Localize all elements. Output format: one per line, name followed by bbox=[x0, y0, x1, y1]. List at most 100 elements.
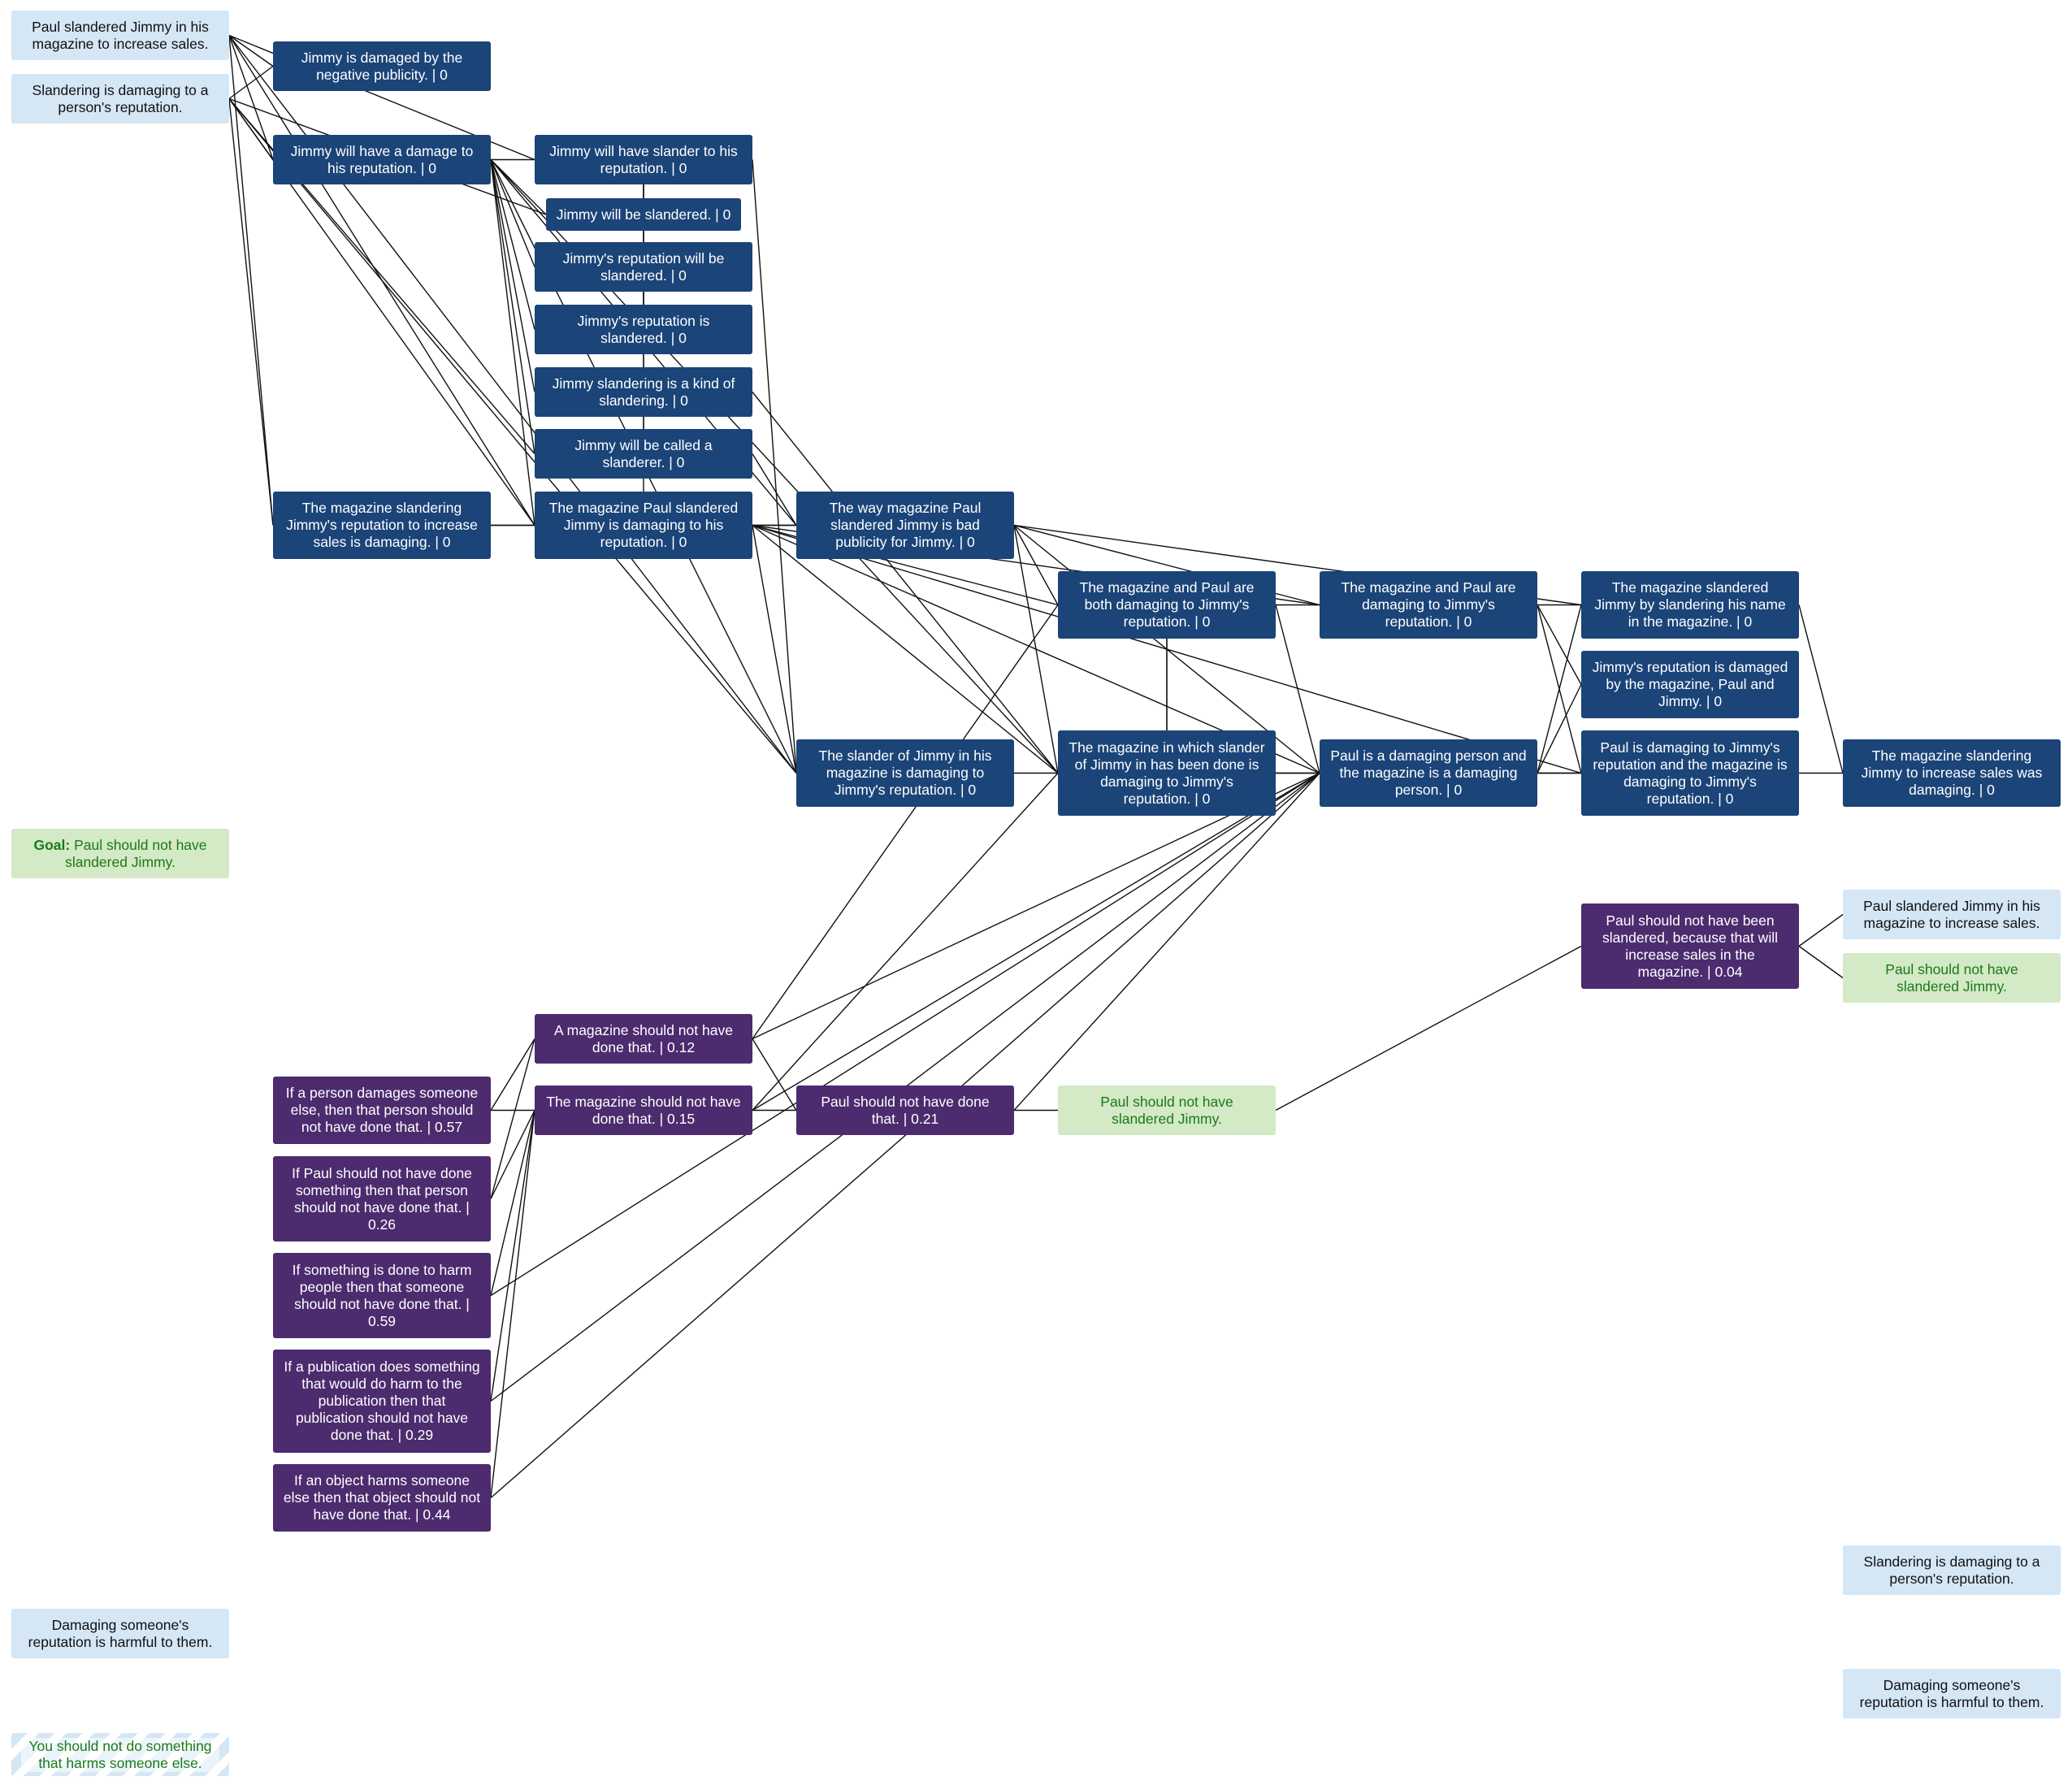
inference-node[interactable]: Jimmy's reputation is damaged by the mag… bbox=[1581, 651, 1799, 718]
node-text: Jimmy will have a damage to his reputati… bbox=[290, 142, 474, 176]
edge-r2-r6 bbox=[490, 1038, 535, 1199]
edge-i16-i17 bbox=[1537, 604, 1582, 774]
edge-i8-i14 bbox=[752, 392, 1059, 774]
node-text: The magazine Paul slandered Jimmy is dam… bbox=[548, 500, 739, 550]
inference-node[interactable]: The magazine slandered Jimmy by slanderi… bbox=[1581, 571, 1799, 639]
inference-node[interactable]: The magazine in which slander of Jimmy i… bbox=[1058, 730, 1276, 816]
node-text: Paul slandered Jimmy in his magazine to … bbox=[1863, 897, 2040, 931]
goal-text: Paul should not have slandered Jimmy. bbox=[65, 836, 207, 870]
node-text: The magazine should not have done that. … bbox=[546, 1093, 741, 1127]
edge-i11-i13 bbox=[1013, 525, 1059, 605]
node-text: The magazine slandering Jimmy to increas… bbox=[1861, 748, 2043, 798]
edge-i4-i12 bbox=[752, 159, 797, 774]
edge-i10-i14 bbox=[752, 524, 1059, 774]
rule-node[interactable]: Paul should not have done that. | 0.21 bbox=[796, 1086, 1014, 1135]
inference-node[interactable]: Jimmy will be called a slanderer. | 0 bbox=[535, 429, 752, 479]
rule-node[interactable]: If a person damages someone else, then t… bbox=[273, 1077, 491, 1144]
node-text: The slander of Jimmy in his magazine is … bbox=[818, 748, 992, 798]
rule-node[interactable]: The magazine should not have done that. … bbox=[535, 1086, 752, 1135]
fact-premise-damaging-reputation[interactable]: Damaging someone's reputation is harmful… bbox=[11, 1609, 229, 1658]
node-text: Paul should not have slandered Jimmy. bbox=[1885, 960, 2018, 994]
inference-node[interactable]: Jimmy slandering is a kind of slandering… bbox=[535, 367, 752, 417]
rule-node[interactable]: If Paul should not have done something t… bbox=[273, 1156, 491, 1242]
node-text: Paul slandered Jimmy in his magazine to … bbox=[32, 18, 209, 52]
rule-node[interactable]: Paul should not have been slandered, bec… bbox=[1581, 904, 1799, 989]
goal-node[interactable]: Paul should not have slandered Jimmy. bbox=[1058, 1086, 1276, 1135]
edge-i2-i10 bbox=[490, 159, 535, 526]
edge-i2-i9 bbox=[490, 159, 535, 454]
fact-premise-damaging-reputation[interactable]: Damaging someone's reputation is harmful… bbox=[1843, 1669, 2061, 1718]
node-text: The magazine and Paul are both damaging … bbox=[1079, 579, 1255, 630]
edge-i10-i12 bbox=[752, 525, 797, 774]
node-text: Slandering is damaging to a person's rep… bbox=[32, 81, 209, 115]
goal-node[interactable]: Goal: Paul should not have slandered Jim… bbox=[11, 829, 229, 878]
hatched-premise-harms-someone[interactable]: You should not do something that harms s… bbox=[11, 1733, 229, 1776]
edge-g_mid-r9 bbox=[1275, 945, 1582, 1112]
edge-i13-i16 bbox=[1275, 604, 1320, 774]
inference-node[interactable]: The way magazine Paul slandered Jimmy is… bbox=[796, 492, 1014, 559]
edge-r6-i16 bbox=[752, 772, 1320, 1040]
inference-node[interactable]: Paul is a damaging person and the magazi… bbox=[1320, 739, 1537, 807]
edge-r8-i16 bbox=[1013, 773, 1320, 1111]
edge-r7-i14 bbox=[752, 773, 1059, 1111]
edge-i15-i18 bbox=[1537, 604, 1582, 685]
node-text: Paul is a damaging person and the magazi… bbox=[1330, 748, 1527, 798]
fact-premise-slandering-damaging[interactable]: Slandering is damaging to a person's rep… bbox=[11, 74, 229, 124]
inference-node[interactable]: The magazine and Paul are damaging to Ji… bbox=[1320, 571, 1537, 639]
edge-i16-i18 bbox=[1537, 684, 1582, 774]
node-text: Paul should not have slandered Jimmy. bbox=[1100, 1093, 1233, 1127]
node-text: Damaging someone's reputation is harmful… bbox=[28, 1616, 213, 1650]
goal-node[interactable]: Paul should not have slandered Jimmy. bbox=[1843, 953, 2061, 1003]
node-text: The magazine in which slander of Jimmy i… bbox=[1069, 739, 1265, 807]
node-text: Jimmy will have slander to his reputatio… bbox=[549, 142, 738, 176]
rule-node[interactable]: A magazine should not have done that. | … bbox=[535, 1014, 752, 1064]
inference-node[interactable]: The magazine and Paul are both damaging … bbox=[1058, 571, 1276, 639]
node-text: If an object harms someone else then tha… bbox=[283, 1472, 481, 1523]
edge-r5-r7 bbox=[490, 1110, 535, 1498]
inference-node[interactable]: Jimmy's reputation will be slandered. | … bbox=[535, 242, 752, 292]
inference-node[interactable]: Jimmy will be slandered. | 0 bbox=[546, 198, 741, 231]
inference-node[interactable]: The magazine slandering Jimmy's reputati… bbox=[273, 492, 491, 559]
node-text: Jimmy's reputation will be slandered. | … bbox=[562, 249, 725, 284]
inference-node[interactable]: Paul is damaging to Jimmy's reputation a… bbox=[1581, 730, 1799, 816]
inference-node[interactable]: Jimmy's reputation is slandered. | 0 bbox=[535, 305, 752, 354]
inference-node[interactable]: Jimmy is damaged by the negative publici… bbox=[273, 41, 491, 91]
goal-prefix: Goal: bbox=[33, 836, 71, 853]
edge-f1-i2 bbox=[228, 35, 274, 160]
inference-node[interactable]: The magazine slandering Jimmy to increas… bbox=[1843, 739, 2061, 807]
inference-node[interactable]: The slander of Jimmy in his magazine is … bbox=[796, 739, 1014, 807]
fact-premise-paul-slandered[interactable]: Paul slandered Jimmy in his magazine to … bbox=[1843, 890, 2061, 939]
node-text: The magazine slandered Jimmy by slanderi… bbox=[1594, 579, 1786, 630]
node-text: Jimmy's reputation is damaged by the mag… bbox=[1592, 659, 1788, 709]
edge-r6-r8 bbox=[752, 1038, 797, 1111]
rule-node[interactable]: If an object harms someone else then tha… bbox=[273, 1464, 491, 1532]
edge-r6-i13 bbox=[752, 604, 1059, 1039]
fact-premise-slandering-damaging[interactable]: Slandering is damaging to a person's rep… bbox=[1843, 1545, 2061, 1595]
edge-i11-i14 bbox=[1013, 525, 1059, 774]
node-text: A magazine should not have done that. | … bbox=[554, 1021, 733, 1055]
node-text: Damaging someone's reputation is harmful… bbox=[1859, 1676, 2044, 1710]
node-text: The magazine slandering Jimmy's reputati… bbox=[286, 500, 478, 550]
fact-premise-paul-slandered[interactable]: Paul slandered Jimmy in his magazine to … bbox=[11, 11, 229, 60]
node-text: The magazine and Paul are damaging to Ji… bbox=[1341, 579, 1516, 630]
edge-f1-i3 bbox=[228, 35, 274, 526]
node-text: You should not do something that harms s… bbox=[21, 1737, 219, 1772]
edge-i9-i11 bbox=[752, 453, 797, 526]
inference-node[interactable]: The magazine Paul slandered Jimmy is dam… bbox=[535, 492, 752, 559]
edge-r5-i16 bbox=[490, 772, 1320, 1499]
node-text: The way magazine Paul slandered Jimmy is… bbox=[829, 500, 982, 550]
rule-node[interactable]: If something is done to harm people then… bbox=[273, 1253, 491, 1338]
edge-r3-r7 bbox=[490, 1110, 535, 1296]
edge-r9-g_right bbox=[1798, 945, 1844, 979]
edge-i2-i6 bbox=[490, 159, 535, 267]
node-text: If something is done to harm people then… bbox=[292, 1261, 472, 1329]
node-text: Jimmy will be called a slanderer. | 0 bbox=[574, 436, 713, 470]
edge-r9-f1r bbox=[1798, 913, 1844, 947]
node-text: Slandering is damaging to a person's rep… bbox=[1863, 1553, 2040, 1587]
rule-node[interactable]: If a publication does something that wou… bbox=[273, 1350, 491, 1453]
edge-i2-i8 bbox=[490, 159, 535, 392]
node-text: If Paul should not have done something t… bbox=[292, 1164, 472, 1233]
edge-r1-r6 bbox=[490, 1038, 535, 1111]
inference-node[interactable]: Jimmy will have slander to his reputatio… bbox=[535, 135, 752, 184]
inference-node[interactable]: Jimmy will have a damage to his reputati… bbox=[273, 135, 491, 184]
